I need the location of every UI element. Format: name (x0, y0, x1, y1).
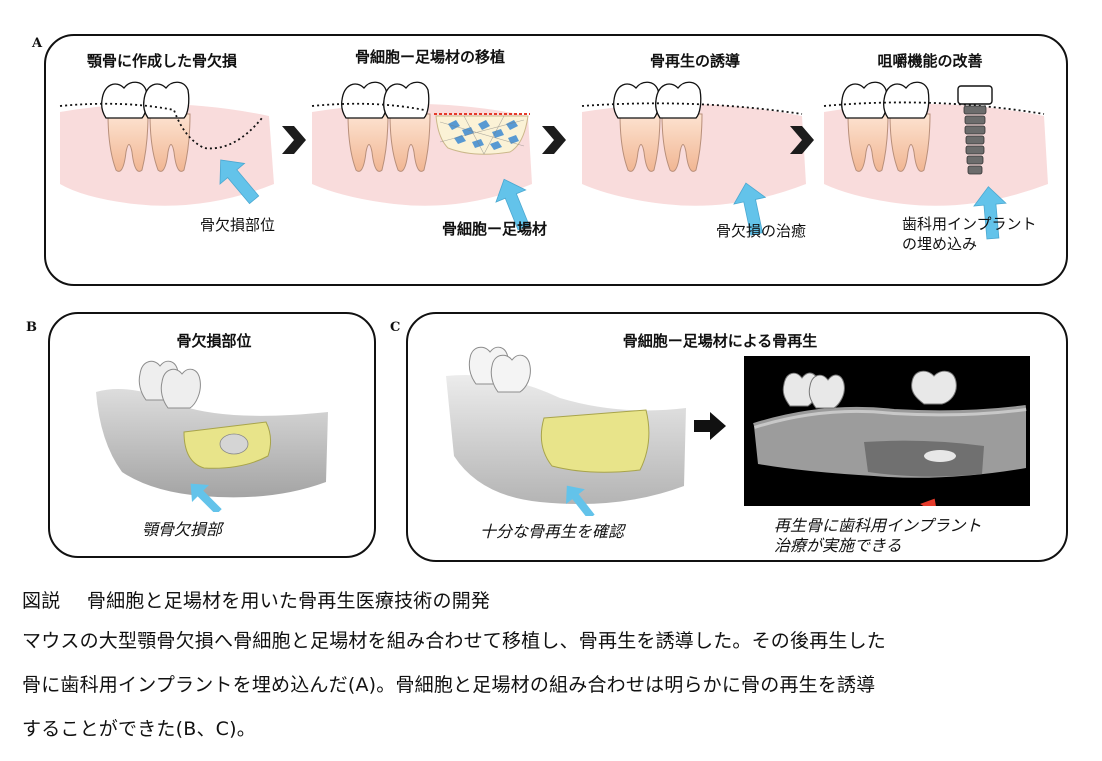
regenerated-bone-yellow (540, 409, 650, 473)
panel-c-title: 骨細胞ー足場材による骨再生 (622, 332, 818, 350)
stage-3-label: 骨欠損の治癒 (716, 222, 807, 240)
bone-defect-yellow (183, 421, 272, 469)
panel-b-blue-arrow (190, 483, 222, 512)
stage-3-title: 骨再生の誘導 (649, 52, 741, 70)
panel-b-ct-render (96, 360, 328, 512)
caption-line-2: 骨に歯科用インプラントを埋め込んだ(A)。骨細胞と足場材の組み合わせは明らかに骨… (22, 674, 876, 696)
panel-c-blue-arrow (566, 485, 595, 516)
panel-b-letter: B (26, 320, 37, 335)
caption-line-3: することができた(B、C)。 (22, 718, 256, 740)
black-right-arrow-icon (694, 412, 726, 440)
stage-1-label: 骨欠損部位 (200, 216, 276, 234)
caption-title-text: 骨細胞と足場材を用いた骨再生医療技術の開発 (86, 590, 491, 612)
caption-title: 図説 骨細胞と足場材を用いた骨再生医療技術の開発 (22, 586, 490, 613)
panel-a-letter: A (32, 36, 43, 51)
stage-4-jaw (823, 81, 1048, 241)
panel-c-micro-ct-right (744, 356, 1030, 506)
stage-4-label-line2: の埋め込み (902, 235, 978, 253)
chevron-2 (542, 126, 566, 154)
dental-implant-icon (957, 85, 993, 175)
stage-1-jaw (59, 81, 274, 211)
panel-a-illustration (59, 81, 1048, 241)
panel-b-label: 顎骨欠損部 (142, 520, 223, 539)
scaffold-graft (435, 115, 529, 155)
panel-c-label-left: 十分な骨再生を確認 (480, 522, 625, 541)
stage-4-label-line1: 歯科用インプラント (902, 215, 1037, 233)
panel-c-ct-render-left (446, 346, 686, 516)
panel-c-label-right-line2: 治療が実施できる (774, 536, 902, 555)
caption-line-1: マウスの大型顎骨欠損へ骨細胞と足場材を組み合わせて移植し、骨再生を誘導した。その… (22, 630, 887, 652)
stage-4-label: 歯科用インプラント の埋め込み (902, 214, 1037, 254)
panel-c-label-right-line1: 再生骨に歯科用インプラント (774, 516, 982, 535)
panel-b-title: 骨欠損部位 (176, 332, 252, 350)
stage-3-jaw (581, 81, 806, 238)
caption-title-prefix: 図説 (22, 590, 61, 612)
stage-2-title: 骨細胞ー足場材の移植 (354, 48, 506, 66)
stage-4-title: 咀嚼機能の改善 (877, 52, 983, 70)
stage-2-label: 骨細胞ー足場材 (442, 220, 548, 238)
stage-2-jaw (311, 81, 539, 234)
stage-1-title: 顎骨に作成した骨欠損 (86, 52, 238, 70)
panel-c-label-right: 再生骨に歯科用インプラント 治療が実施できる (774, 516, 982, 556)
chevron-1 (282, 126, 306, 154)
panel-c-letter: C (390, 320, 401, 335)
